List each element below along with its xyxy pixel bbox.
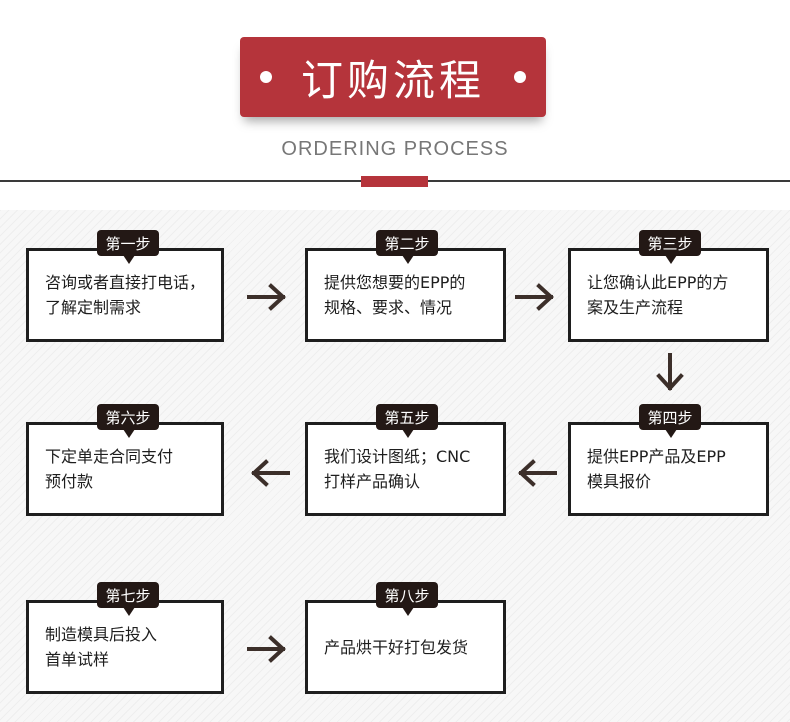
step-7-text: 制造模具后投入 首单试样 — [45, 625, 158, 669]
title-banner: 订购流程 — [240, 37, 546, 117]
step-4-tag: 第四步 — [639, 404, 701, 438]
step-1-text: 咨询或者直接打电话， 了解定制需求 — [45, 273, 206, 317]
step-3-text: 让您确认此EPP的方 案及生产流程 — [587, 273, 729, 317]
step-8-text: 产品烘干好打包发货 — [324, 637, 469, 657]
page-subtitle: ORDERING PROCESS — [281, 138, 509, 160]
step-6-tag: 第六步 — [97, 404, 159, 438]
step-5-tag: 第五步 — [376, 404, 438, 438]
step-1-tag: 第一步 — [97, 230, 159, 264]
bullet-dot-left — [260, 71, 272, 83]
step-1-box: 咨询或者直接打电话， 了解定制需求 — [26, 248, 224, 342]
step-8-tag: 第八步 — [376, 582, 438, 616]
step-2-tag: 第二步 — [376, 230, 438, 264]
step-6-text: 下定单走合同支付 预付款 — [45, 447, 174, 491]
page-title: 订购流程 — [300, 55, 485, 105]
step-2-box: 提供您想要的EPP的 规格、要求、情况 — [305, 248, 506, 342]
arrow-right-icon — [247, 283, 286, 311]
bullet-dot-right — [514, 71, 526, 83]
arrow-left-icon — [251, 459, 290, 487]
step-3-tag: 第三步 — [639, 230, 701, 264]
step-2-text: 提供您想要的EPP的 规格、要求、情况 — [324, 273, 466, 317]
arrow-right-icon — [515, 283, 554, 311]
step-4-text: 提供EPP产品及EPP 模具报价 — [587, 447, 726, 491]
divider-accent — [361, 176, 428, 187]
step-7-tag: 第七步 — [97, 582, 159, 616]
step-5-text: 我们设计图纸；CNC 打样产品确认 — [324, 447, 471, 491]
arrow-right-icon — [247, 635, 286, 663]
arrow-down-icon — [656, 353, 684, 391]
arrow-left-icon — [518, 459, 557, 487]
